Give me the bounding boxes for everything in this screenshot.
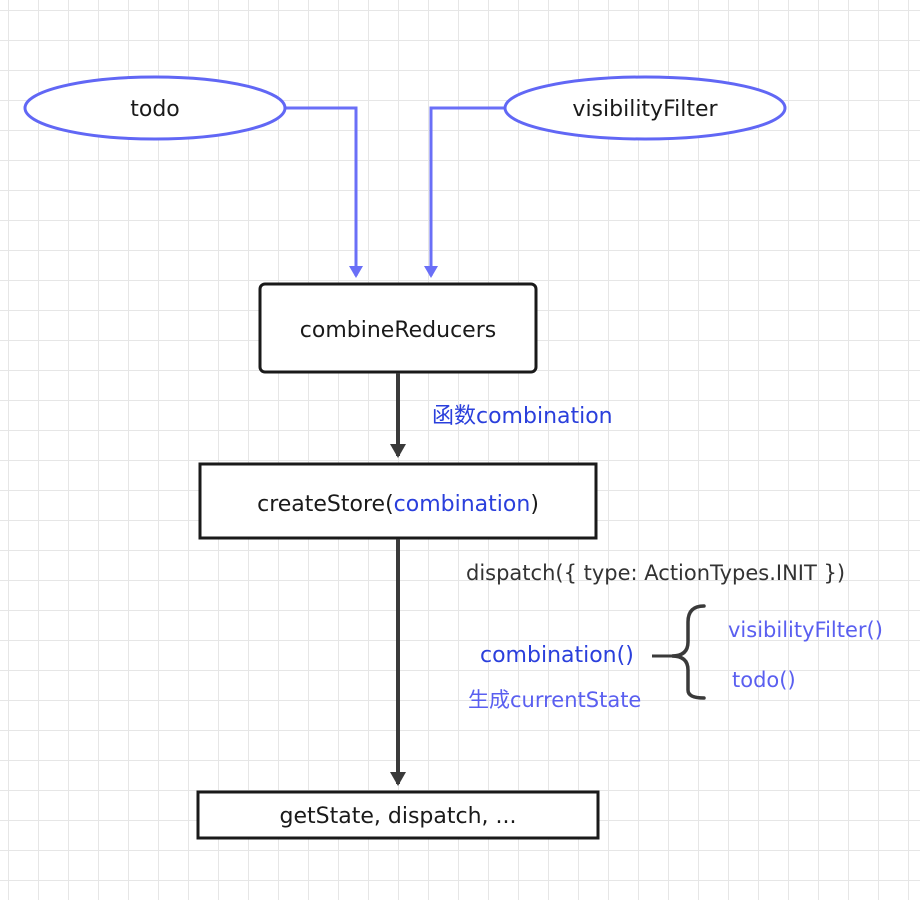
node-create-store-label: createStore(combination) (257, 492, 539, 517)
node-visibility-filter[interactable]: visibilityFilter (503, 75, 787, 141)
node-combine-reducers-label: combineReducers (300, 318, 496, 343)
label-dispatch-init: dispatch({ type: ActionTypes.INIT }) (466, 561, 845, 585)
edge-visibility-to-combine (424, 106, 506, 278)
edge-todo-to-combine (285, 106, 363, 278)
label-combination-call: combination() (480, 643, 634, 668)
node-visibility-filter-label: visibilityFilter (572, 97, 718, 122)
edge-label-combination-fn: 函数combination (432, 404, 613, 429)
node-store-api-label: getState, dispatch, ... (280, 804, 517, 829)
node-todo-label: todo (130, 97, 180, 122)
node-create-store[interactable]: createStore(combination) (198, 462, 598, 540)
label-call-todo: todo() (732, 668, 796, 692)
node-store-api[interactable]: getState, dispatch, ... (196, 790, 600, 840)
label-call-visibility-filter: visibilityFilter() (728, 618, 883, 642)
node-combine-reducers[interactable]: combineReducers (258, 282, 538, 374)
label-generate-current-state: 生成currentState (468, 688, 641, 712)
curly-brace (671, 604, 706, 700)
node-todo[interactable]: todo (23, 75, 287, 141)
